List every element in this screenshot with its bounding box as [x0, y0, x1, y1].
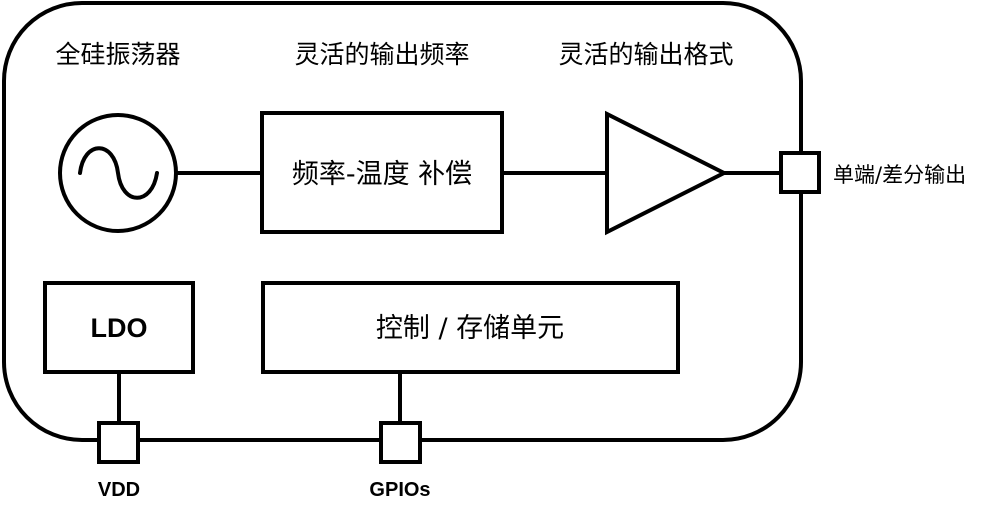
control-storage-label: 控制 / 存储单元 — [376, 313, 564, 344]
ldo-label: LDO — [91, 313, 148, 343]
compensation-block — [260, 111, 504, 234]
vdd-pin-label: VDD — [98, 479, 140, 501]
vdd-pad — [97, 421, 140, 464]
gpio-pin-label: GPIOs — [369, 479, 430, 501]
title-format: 灵活的输出格式 — [558, 40, 733, 69]
amplifier-triangle-icon — [605, 110, 729, 236]
compensation-label: 频率-温度 补偿 — [292, 159, 472, 190]
control-storage-block — [261, 281, 680, 374]
title-oscillator: 全硅振荡器 — [55, 40, 180, 69]
gpio-pad — [379, 421, 422, 464]
sine-wave-source-icon — [58, 113, 178, 233]
ldo-block — [43, 281, 195, 374]
title-frequency: 灵活的输出频率 — [294, 40, 469, 69]
output-pad — [779, 151, 821, 194]
output-pin-label: 单端/差分输出 — [833, 163, 966, 187]
